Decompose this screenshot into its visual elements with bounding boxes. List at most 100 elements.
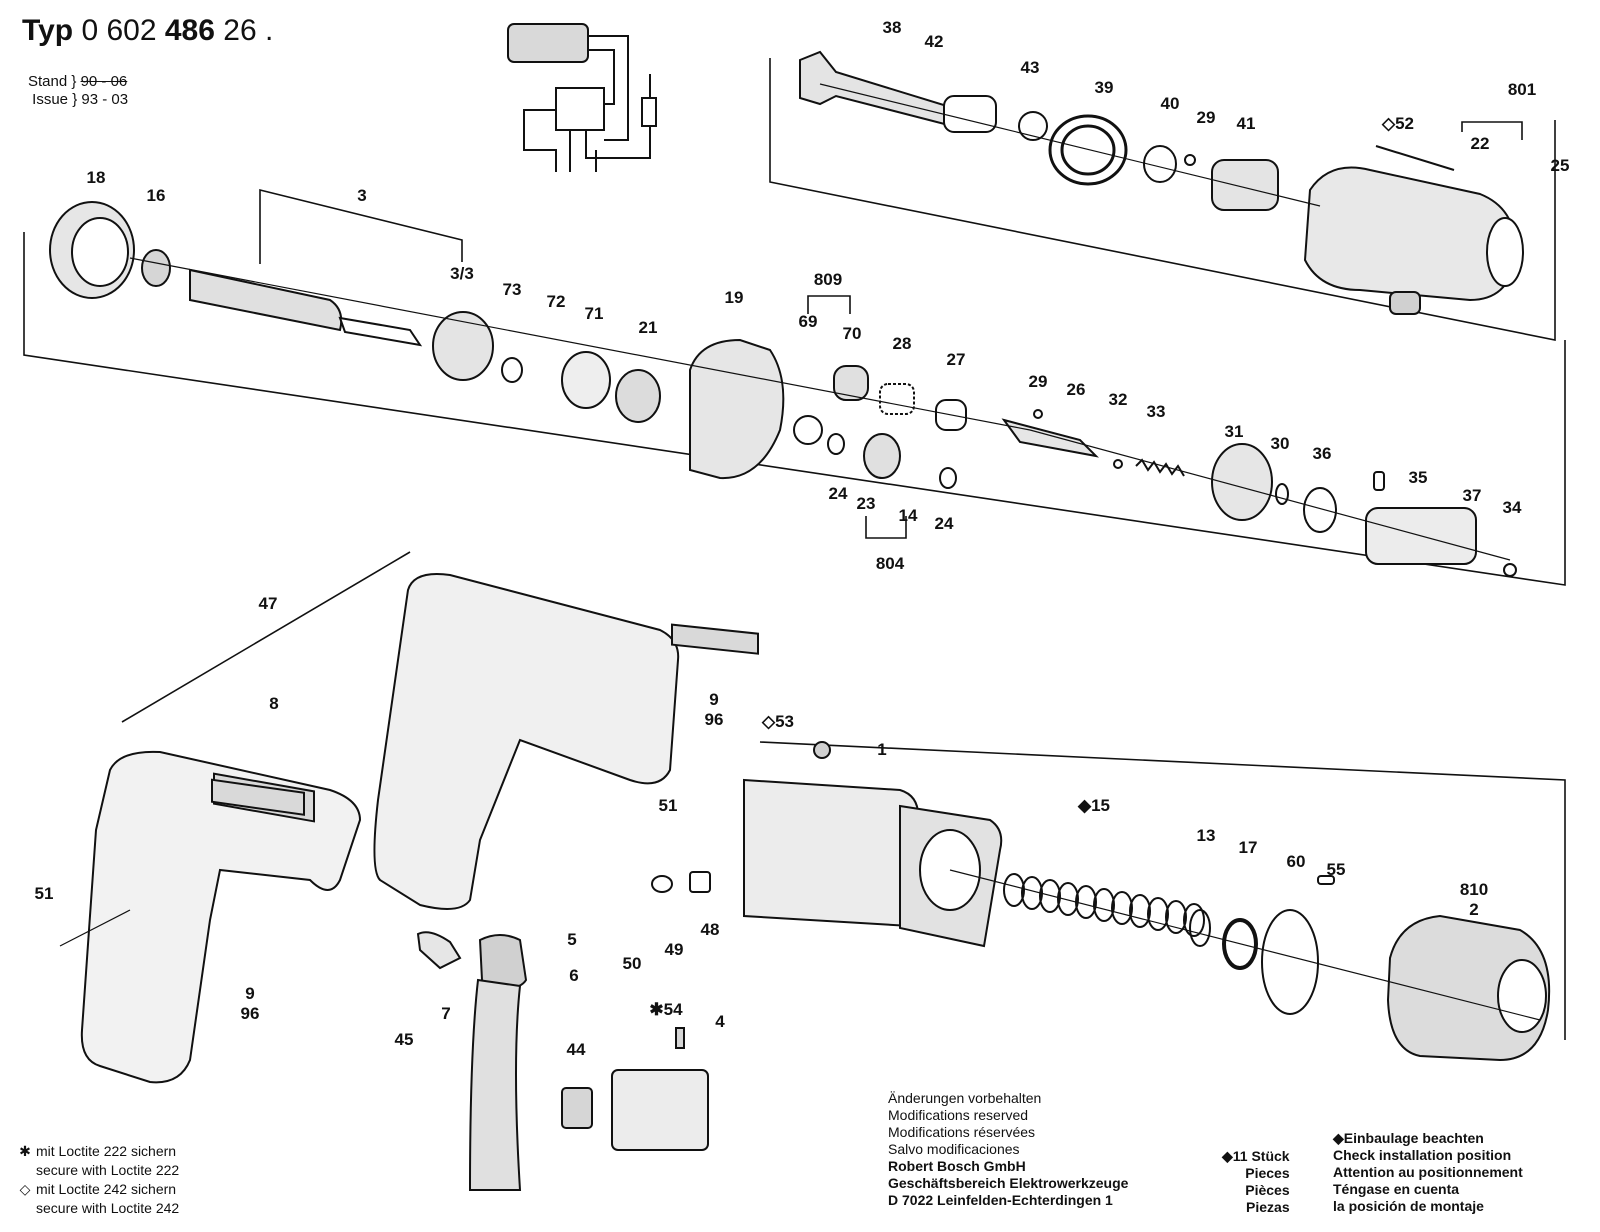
part-label: 45 bbox=[394, 1030, 414, 1049]
part-label: 28 bbox=[892, 334, 912, 353]
part-label: 7 bbox=[441, 1004, 451, 1023]
part-label: 9 bbox=[245, 984, 255, 1003]
install-line: Attention au positionnement bbox=[1333, 1164, 1523, 1180]
part-label: 23 bbox=[856, 494, 876, 513]
install-line: Téngase en cuenta bbox=[1333, 1181, 1460, 1197]
frame-top-group bbox=[769, 58, 1556, 341]
install-note: ◆Einbaulage beachten Check installation … bbox=[1333, 1130, 1523, 1215]
install-line: Check installation position bbox=[1333, 1147, 1512, 1163]
part-label: ◆15 bbox=[1078, 796, 1110, 815]
part-label: 47 bbox=[258, 594, 278, 613]
part-label: 801 bbox=[1507, 80, 1537, 99]
diamond-filled-symbol: ◆ bbox=[1333, 1130, 1344, 1146]
part-label: 50 bbox=[622, 954, 642, 973]
part-label: 34 bbox=[1502, 498, 1522, 517]
revision-block: Stand } 90 - 06 Issue } 93 - 03 bbox=[28, 73, 129, 108]
part-label: 37 bbox=[1462, 486, 1482, 505]
legend-diamond-en: secure with Loctite 242 bbox=[36, 1200, 180, 1216]
modifications-notice: Änderungen vorbehalten Modifications res… bbox=[888, 1090, 1128, 1209]
star-symbol: ✱ bbox=[19, 1143, 31, 1159]
qty-line: Pièces bbox=[1245, 1182, 1290, 1198]
part-label: 810 bbox=[1459, 880, 1489, 899]
part-label: 3 bbox=[357, 186, 367, 205]
part-label: 5 bbox=[567, 930, 577, 949]
part-label: 42 bbox=[924, 32, 944, 51]
part-label: 22 bbox=[1470, 134, 1490, 153]
part-label: 809 bbox=[813, 270, 843, 289]
part-label: 60 bbox=[1286, 852, 1306, 871]
part-label: ◇52 bbox=[1382, 114, 1414, 133]
part-label: 96 bbox=[240, 1004, 260, 1023]
part-label: 2 bbox=[1469, 900, 1479, 919]
diamond-symbol: ◇ bbox=[19, 1181, 31, 1197]
part-label: 1 bbox=[877, 740, 887, 759]
legend-star-en: secure with Loctite 222 bbox=[36, 1162, 180, 1178]
typ-label: Typ bbox=[22, 14, 74, 47]
part-label: 6 bbox=[569, 966, 579, 985]
part-label: 30 bbox=[1270, 434, 1290, 453]
bracket-804 bbox=[865, 516, 907, 539]
legend-diamond-de: mit Loctite 242 sichern bbox=[36, 1181, 177, 1197]
install-line: Einbaulage beachten bbox=[1343, 1130, 1484, 1146]
part-label: 43 bbox=[1020, 58, 1040, 77]
part-label: 17 bbox=[1238, 838, 1258, 857]
middle-group-parts bbox=[49, 201, 1517, 577]
part-label: 4 bbox=[715, 1012, 725, 1031]
qty-line: 11 Stück bbox=[1232, 1148, 1290, 1164]
part-label: 55 bbox=[1326, 860, 1346, 879]
typ-suffix: 26 . bbox=[223, 14, 274, 47]
notice-line: Salvo modificaciones bbox=[888, 1141, 1020, 1157]
part-label: 14 bbox=[898, 506, 918, 525]
quantity-note: ◆11 Stück Pieces Pièces Piezas bbox=[1222, 1148, 1290, 1216]
notice-line: Änderungen vorbehalten bbox=[888, 1090, 1042, 1106]
type-number: Typ 0 602 486 26 . bbox=[22, 14, 273, 49]
part-label: 27 bbox=[946, 350, 966, 369]
qty-line: Piezas bbox=[1246, 1199, 1290, 1215]
part-label: 70 bbox=[842, 324, 862, 343]
part-label: 69 bbox=[798, 312, 818, 331]
part-label: 36 bbox=[1312, 444, 1332, 463]
frame-lower-group bbox=[121, 551, 411, 723]
lower-group-parts bbox=[80, 573, 1551, 1191]
typ-prefix: 0 602 bbox=[81, 14, 157, 47]
part-label: 31 bbox=[1224, 422, 1244, 441]
part-label: 32 bbox=[1108, 390, 1128, 409]
part-label: 804 bbox=[875, 554, 905, 573]
part-label: 3/3 bbox=[450, 264, 474, 283]
frame-lower-right bbox=[759, 741, 1566, 1040]
diamond-filled-symbol: ◆ bbox=[1222, 1148, 1233, 1164]
part-label: 48 bbox=[700, 920, 720, 939]
notice-line: Modifications réservées bbox=[888, 1124, 1036, 1140]
wiring-schematic bbox=[507, 23, 657, 172]
part-label: 24 bbox=[934, 514, 954, 533]
frame-middle-group bbox=[23, 232, 1566, 586]
loctite-legend: ✱mit Loctite 222 sichern secure with Loc… bbox=[14, 1142, 179, 1218]
part-label: 19 bbox=[724, 288, 744, 307]
top-group-parts bbox=[799, 50, 1524, 315]
part-label: 29 bbox=[1028, 372, 1048, 391]
part-label: 73 bbox=[502, 280, 522, 299]
stand-old: 90 - 06 bbox=[80, 73, 128, 90]
part-label: 13 bbox=[1196, 826, 1216, 845]
qty-line: Pieces bbox=[1245, 1165, 1290, 1181]
install-line: la posición de montaje bbox=[1333, 1198, 1484, 1214]
bracket-809 bbox=[807, 295, 851, 314]
typ-bold: 486 bbox=[164, 14, 215, 47]
part-label: 72 bbox=[546, 292, 566, 311]
part-label: 51 bbox=[658, 796, 678, 815]
part-label: 40 bbox=[1160, 94, 1180, 113]
part-label: ✱54 bbox=[649, 1000, 683, 1019]
bracket-801 bbox=[1461, 121, 1523, 140]
part-label: 35 bbox=[1408, 468, 1428, 487]
part-label: 71 bbox=[584, 304, 604, 323]
part-label: 49 bbox=[664, 940, 684, 959]
part-label: 21 bbox=[638, 318, 658, 337]
part-label: 8 bbox=[269, 694, 279, 713]
part-label: 38 bbox=[882, 18, 902, 37]
part-label: 16 bbox=[146, 186, 166, 205]
part-label: 39 bbox=[1094, 78, 1114, 97]
part-label: 18 bbox=[86, 168, 106, 187]
part-label: 24 bbox=[828, 484, 848, 503]
